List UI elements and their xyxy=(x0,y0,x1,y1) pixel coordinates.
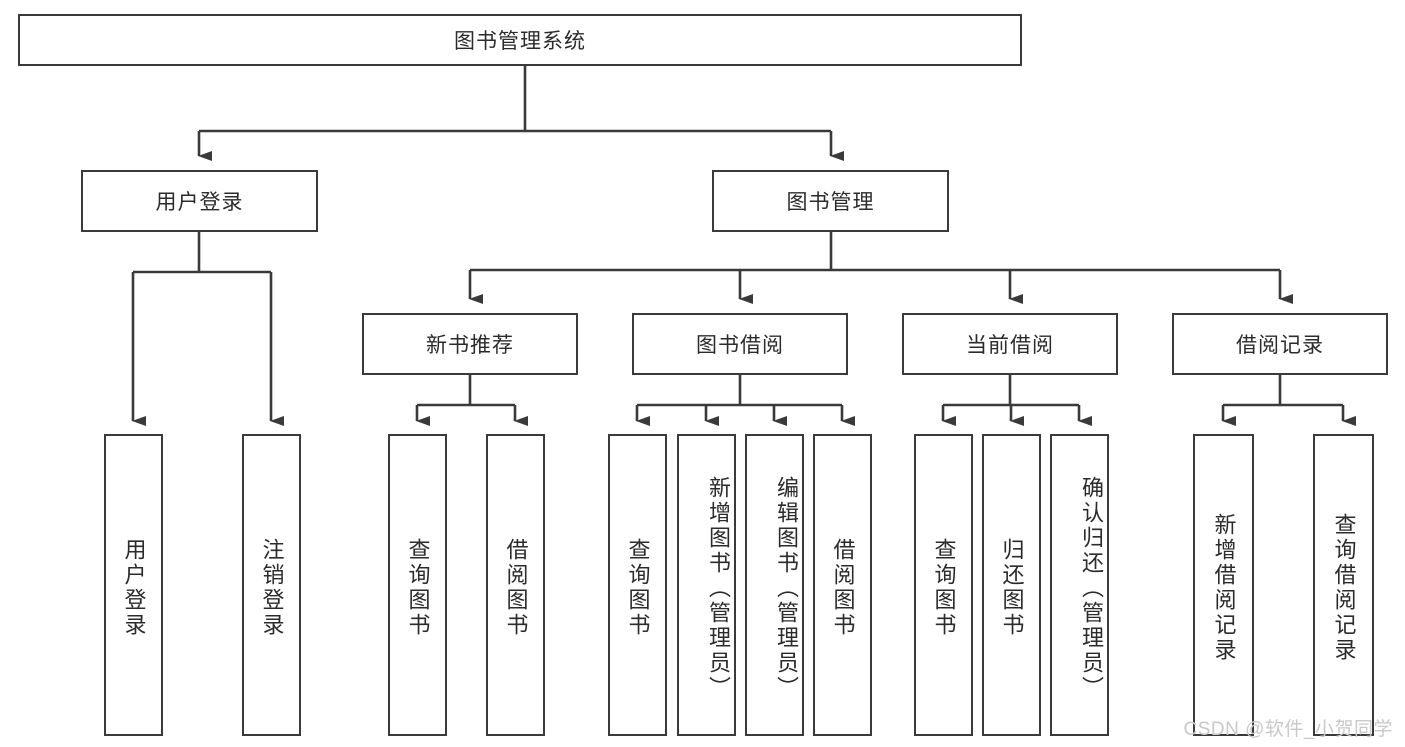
node-label: 确认归还（管理员） xyxy=(1079,475,1104,701)
node-label: 借阅记录 xyxy=(1236,334,1324,357)
leaf-query-book-borrow[interactable]: 查询图书 xyxy=(608,434,667,736)
leaf-user-login[interactable]: 用户登录 xyxy=(104,434,163,736)
node-label: 编辑图书（管理员） xyxy=(774,475,799,701)
node-label: 查询图书 xyxy=(625,538,651,638)
node-label: 新书推荐 xyxy=(426,334,514,357)
leaf-query-borrow-record[interactable]: 查询借阅记录 xyxy=(1313,434,1374,736)
node-borrow-record[interactable]: 借阅记录 xyxy=(1172,313,1388,375)
leaf-return-book[interactable]: 归还图书 xyxy=(982,434,1041,736)
leaf-borrow-book[interactable]: 借阅图书 xyxy=(813,434,872,736)
node-label: 注销登录 xyxy=(259,538,285,638)
node-label: 用户登录 xyxy=(121,538,147,638)
leaf-query-book-current[interactable]: 查询图书 xyxy=(914,434,973,736)
leaf-edit-book-admin[interactable]: 编辑图书（管理员） xyxy=(745,434,804,736)
node-label: 查询借阅记录 xyxy=(1331,513,1357,663)
node-new-book-recommend[interactable]: 新书推荐 xyxy=(362,313,578,375)
node-label: 借阅图书 xyxy=(503,538,529,638)
node-label: 新增图书（管理员） xyxy=(706,475,731,701)
node-label: 借阅图书 xyxy=(830,538,856,638)
leaf-confirm-return-admin[interactable]: 确认归还（管理员） xyxy=(1050,434,1109,736)
node-book-borrow[interactable]: 图书借阅 xyxy=(632,313,848,375)
leaf-add-book-admin[interactable]: 新增图书（管理员） xyxy=(677,434,736,736)
node-user-login[interactable]: 用户登录 xyxy=(81,170,318,232)
node-label: 图书管理 xyxy=(786,191,875,214)
node-root-system[interactable]: 图书管理系统 xyxy=(18,14,1022,66)
node-label: 归还图书 xyxy=(999,538,1025,638)
node-label: 查询图书 xyxy=(405,538,431,638)
node-label: 图书借阅 xyxy=(696,334,784,357)
node-label: 新增借阅记录 xyxy=(1211,513,1237,663)
node-label: 图书管理系统 xyxy=(454,30,586,53)
node-label: 用户登录 xyxy=(155,191,244,214)
leaf-user-logout[interactable]: 注销登录 xyxy=(242,434,301,736)
node-current-borrow[interactable]: 当前借阅 xyxy=(902,313,1118,375)
leaf-add-borrow-record[interactable]: 新增借阅记录 xyxy=(1193,434,1254,736)
node-label: 查询图书 xyxy=(931,538,957,638)
node-book-management[interactable]: 图书管理 xyxy=(712,170,949,232)
leaf-borrow-book-recommend[interactable]: 借阅图书 xyxy=(486,434,545,736)
node-label: 当前借阅 xyxy=(966,334,1054,357)
leaf-query-book-recommend[interactable]: 查询图书 xyxy=(388,434,447,736)
